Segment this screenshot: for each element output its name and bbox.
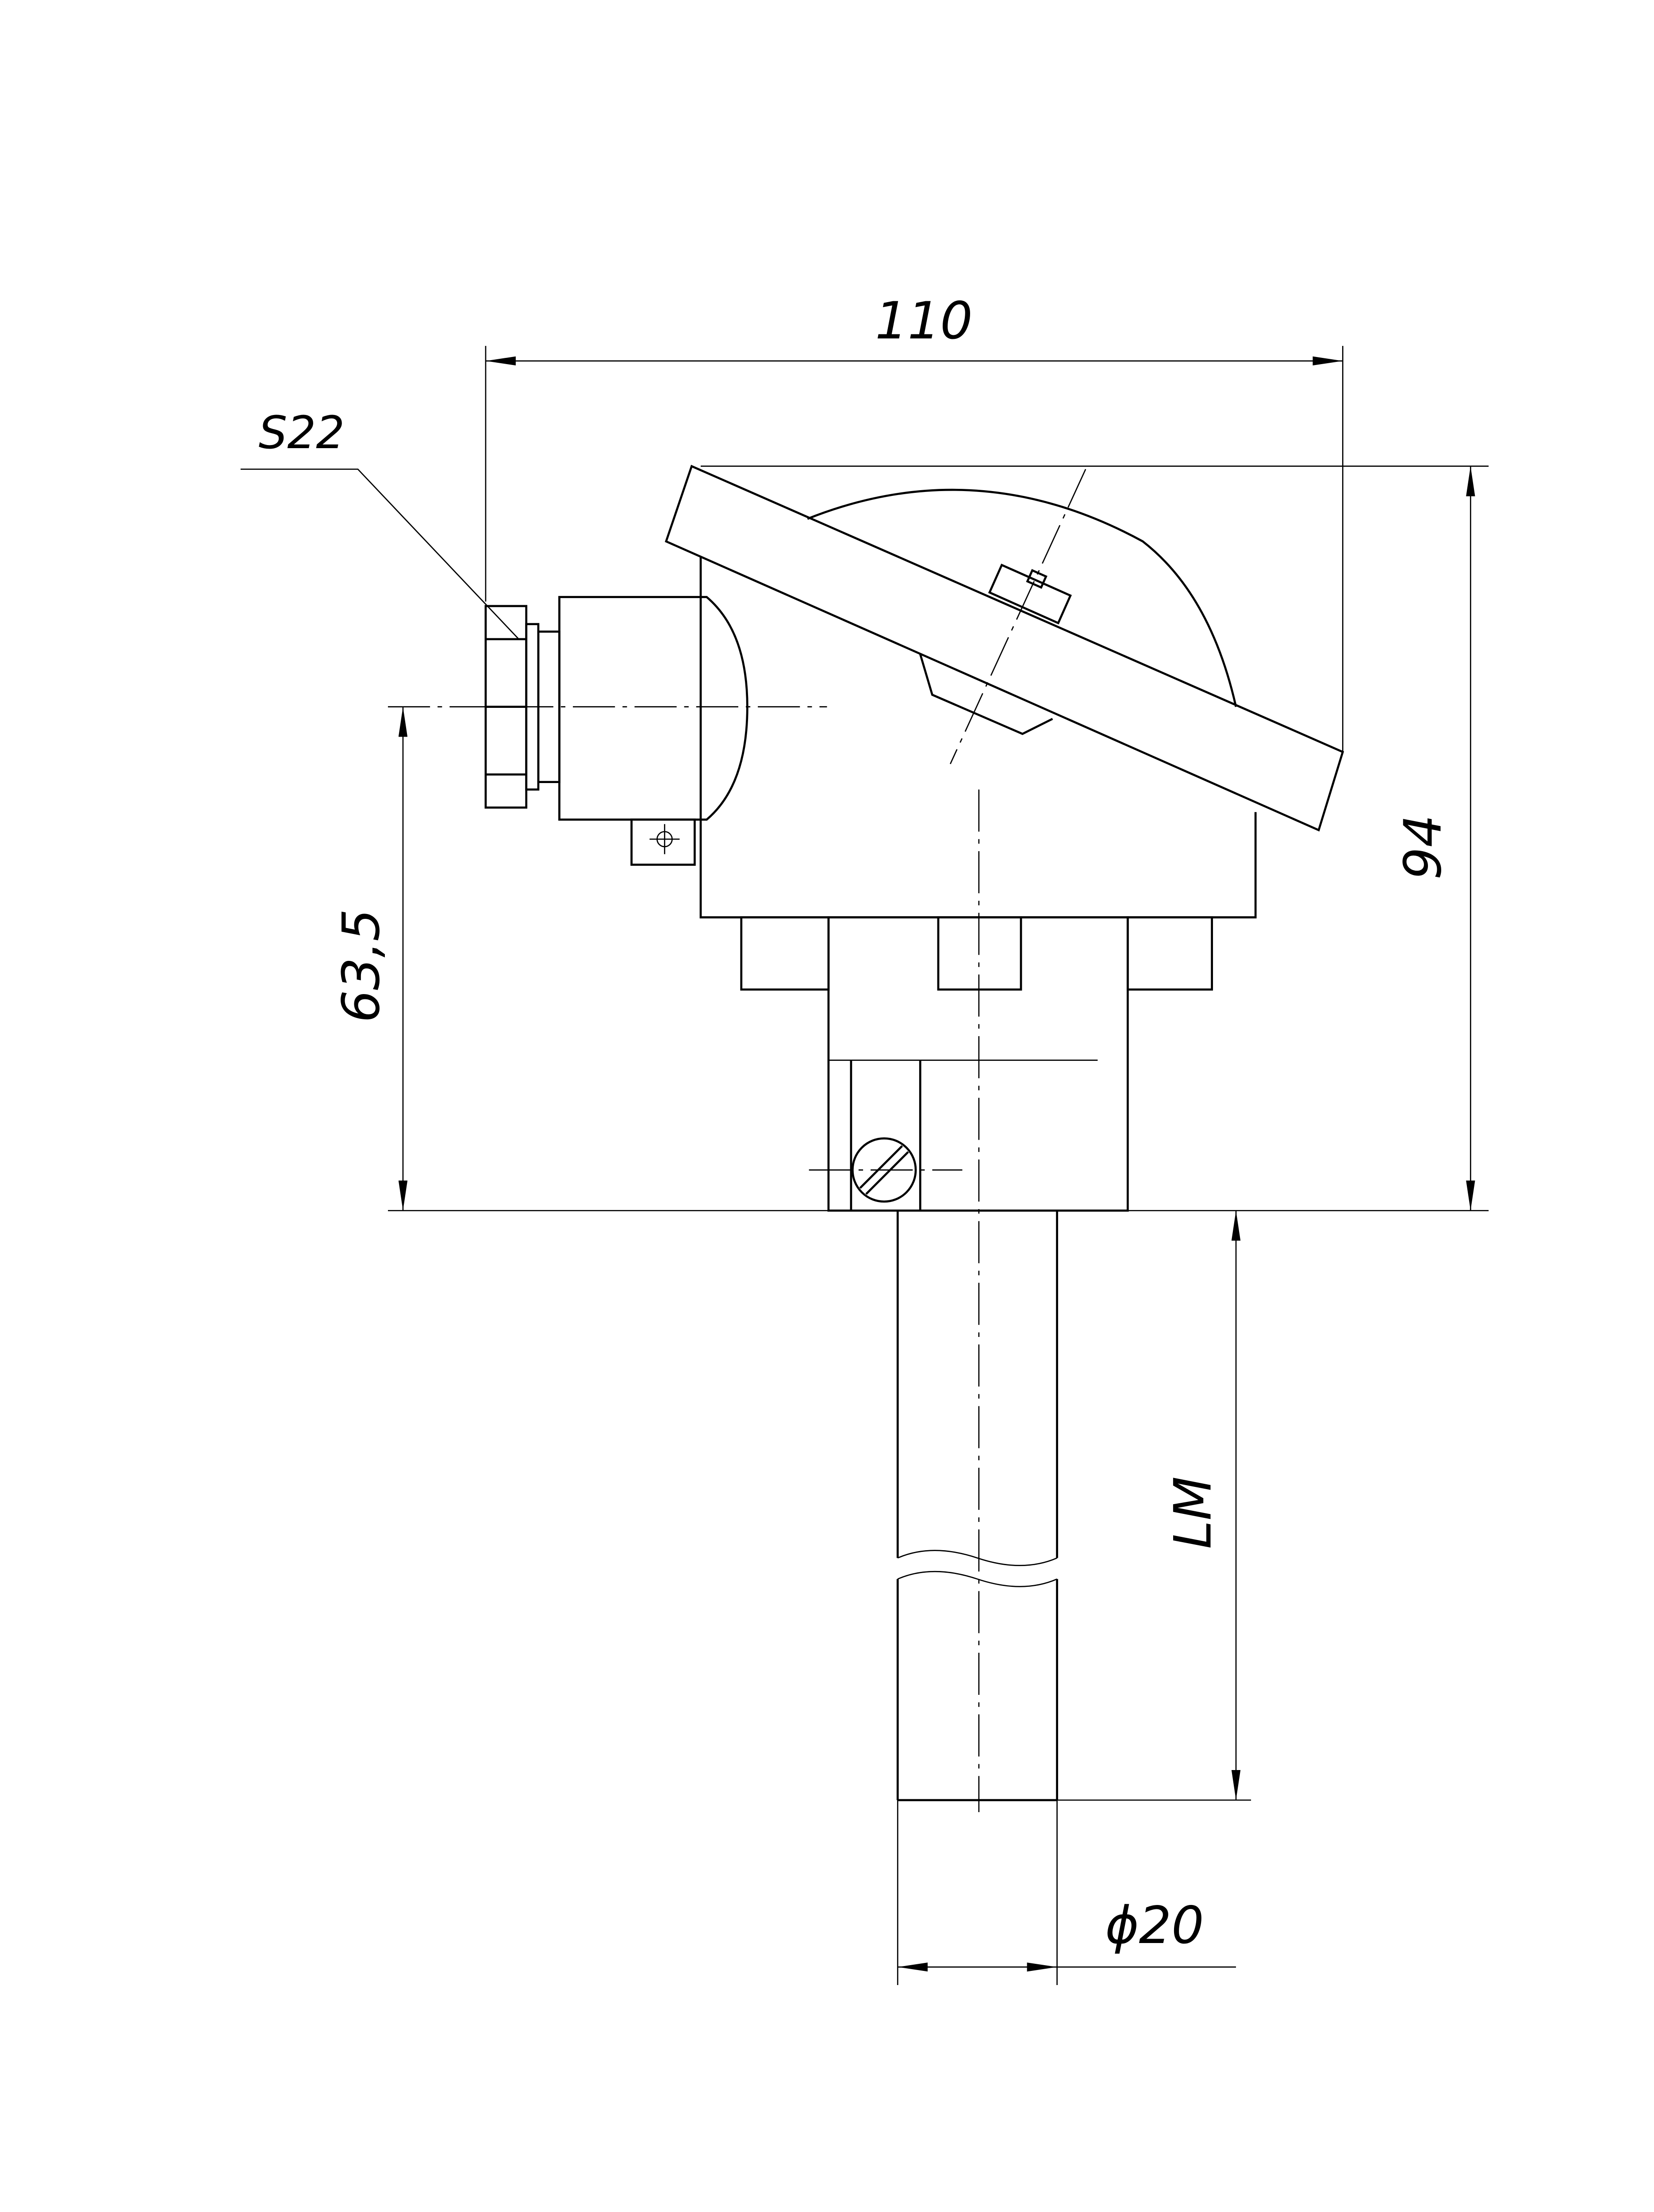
technical-drawing: 110 S22 xyxy=(240,292,1489,1985)
dimension-label-width: 110 xyxy=(875,292,973,351)
housing-neck xyxy=(740,916,1213,1212)
dimension-110: 110 xyxy=(485,292,1343,752)
housing-lid xyxy=(664,465,1344,832)
cable-gland-body xyxy=(558,596,748,866)
dimension-label-gland-height: 63,5 xyxy=(332,909,391,1022)
dimension-94: 94 xyxy=(700,465,1489,1211)
dimension-label-diameter: ϕ20 xyxy=(1105,1896,1204,1955)
terminal-housing xyxy=(664,465,1344,918)
dimension-diameter: ϕ20 xyxy=(897,1800,1236,1985)
dimension-label-nut: S22 xyxy=(259,407,345,459)
dimension-lm: LM xyxy=(1057,1210,1251,1801)
dimension-label-length: LM xyxy=(1163,1476,1223,1549)
nut-size-leader: S22 xyxy=(240,407,519,640)
protective-tube xyxy=(896,1210,1058,1801)
clamp-screw xyxy=(851,1137,917,1203)
dimension-label-height: 94 xyxy=(1393,815,1453,880)
dimension-63-5: 63,5 xyxy=(332,707,408,1211)
lid-screw xyxy=(988,563,1072,625)
